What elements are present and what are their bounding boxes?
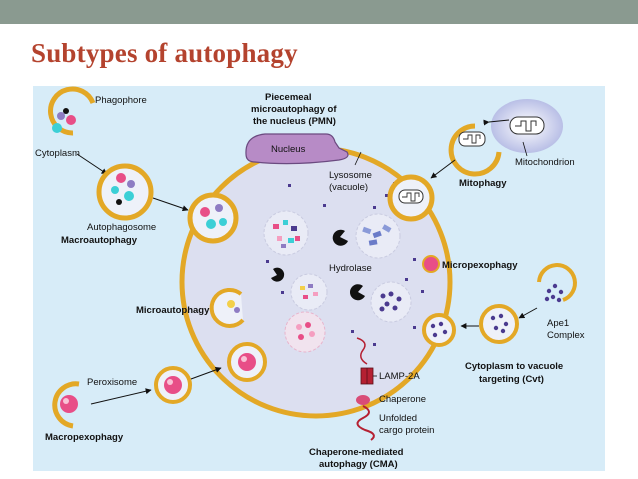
top-bar	[0, 0, 638, 24]
arrow-phagophore-autophagosome	[76, 153, 108, 175]
chaperone-label: Chaperone	[379, 394, 426, 405]
pmn-label-line1: Piecemeal	[265, 92, 311, 103]
autophagosome	[96, 163, 154, 221]
unfolded-label-2: cargo protein	[379, 425, 434, 436]
cvt-label-2: targeting (Cvt)	[479, 374, 544, 385]
lamp2a-channel	[360, 367, 374, 385]
nucleus: Nucleus	[245, 133, 349, 165]
phagophore	[48, 86, 96, 136]
arrow-pex-1	[90, 388, 152, 405]
hydrolase-icon	[271, 267, 285, 282]
micropexophagy-label: Micropexophagy	[442, 260, 518, 271]
inner-vesicle-macro	[263, 210, 309, 256]
fusing-autophagosome	[187, 192, 239, 244]
arrow-mito-2	[430, 159, 456, 179]
arrow-pex-2	[190, 367, 222, 380]
unfolded-label: Unfolded	[379, 413, 417, 424]
autophagy-diagram: Nucleus Piecemeal microautophagy of the …	[33, 86, 605, 471]
macropexophagy-label: Macropexophagy	[45, 432, 124, 443]
cvt-vesicle	[479, 304, 519, 344]
pmn-label-line2: microautophagy of	[251, 104, 337, 115]
unfolded-cargo-protein	[356, 405, 375, 441]
pexophagosome	[154, 366, 192, 404]
mitophagy-phagophore	[448, 123, 502, 177]
ape1-label: Ape1	[547, 318, 569, 329]
mitophagy-autophagosome	[387, 174, 435, 222]
lysosome-label-2: (vacuole)	[329, 182, 368, 193]
arrow-autophagosome-lysosome	[152, 197, 189, 212]
arrow-mito-1	[483, 119, 510, 126]
inner-vesicle-peroxisome	[284, 311, 326, 353]
inner-vesicle-micro	[290, 273, 328, 311]
ape1-label-2: Complex	[547, 330, 585, 341]
cytoplasm-label: Cytoplasm	[35, 148, 80, 159]
lamp2a-label: LAMP-2A	[379, 371, 420, 382]
inner-vesicle-cvt	[370, 281, 412, 323]
microautophagy-label: Microautophagy	[136, 305, 210, 316]
cvt-fusing-vesicle	[422, 313, 456, 347]
mitochondrion-pointer	[522, 141, 528, 157]
hydrolase-icon	[332, 229, 348, 246]
arrow-cvt-1	[518, 307, 538, 319]
hydrolase-icon	[349, 284, 365, 301]
autophagosome-label: Autophagosome	[87, 222, 156, 233]
peroxisome-label: Peroxisome	[87, 377, 137, 388]
cma-label-2: autophagy (CMA)	[319, 459, 398, 470]
translocating-protein	[356, 337, 368, 365]
hydrolase-label: Hydrolase	[329, 263, 372, 274]
phagophore-label: Phagophore	[95, 95, 147, 106]
mitophagy-label: Mitophagy	[459, 178, 507, 189]
micropexophagy-peroxisome	[422, 255, 440, 273]
macropexophagy-phagophore	[52, 381, 80, 429]
chaperone	[356, 395, 370, 405]
lysosome-pointer	[354, 151, 362, 166]
mitochondrion-label: Mitochondrion	[515, 157, 575, 168]
pmn-label: Piecemeal microautophagy of the nucleus …	[251, 92, 337, 127]
slide-title: Subtypes of autophagy	[31, 38, 298, 68]
macroautophagy-label: Macroautophagy	[61, 235, 138, 246]
inner-vesicle-mito	[355, 213, 401, 259]
nucleus-label: Nucleus	[271, 144, 306, 155]
cvt-label: Cytoplasm to vacuole	[465, 361, 563, 372]
pmn-label-line3: the nucleus (PMN)	[253, 116, 336, 127]
pexophagosome-fusing	[227, 342, 267, 382]
cma-label: Chaperone-mediated	[309, 447, 404, 458]
mitochondrion	[491, 99, 563, 153]
microautophagy-invagination	[209, 288, 245, 328]
ape1-complex	[537, 263, 577, 303]
lysosome-label: Lysosome	[329, 170, 372, 181]
